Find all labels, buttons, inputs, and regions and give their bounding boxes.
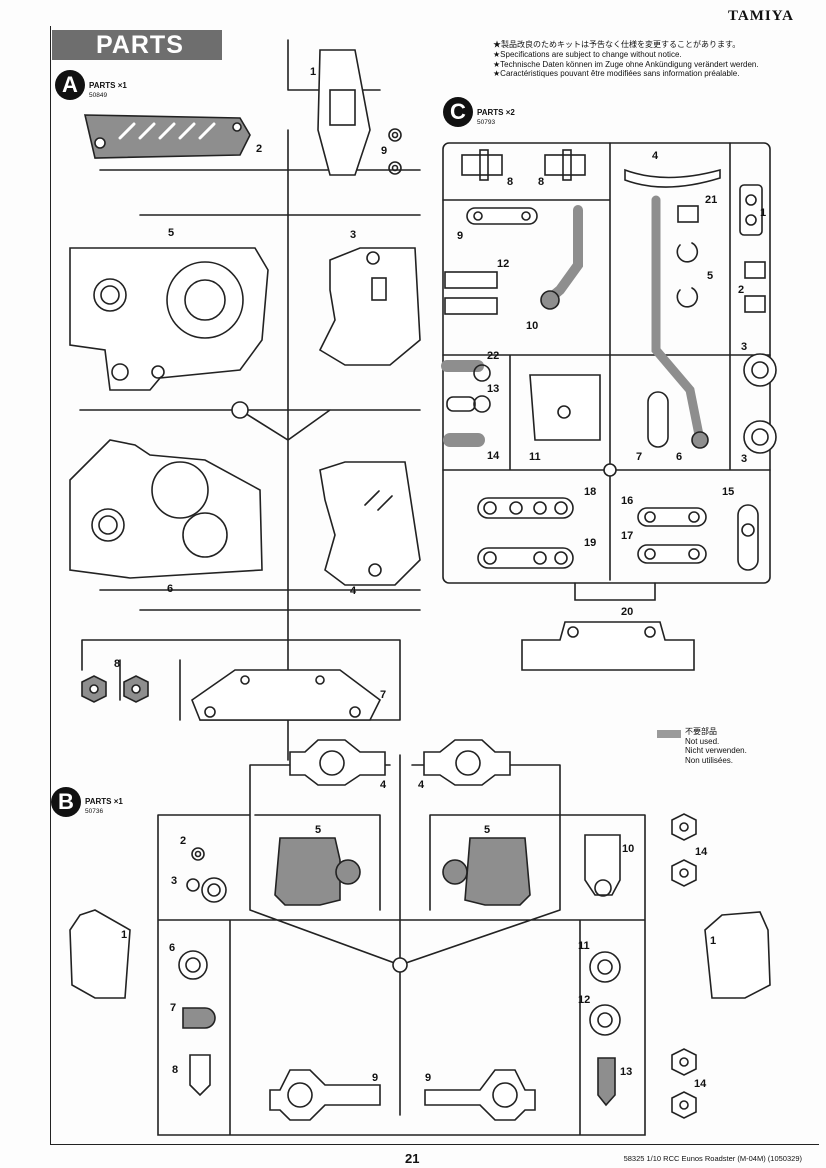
note-ja: ★製品改良のためキットは予告なく仕様を変更することがあります。 [493,40,741,49]
part-number: 21 [705,194,718,206]
section-c-label: PARTS ×2 [477,108,515,117]
part-number: 14 [695,846,708,858]
part-number: 18 [584,486,597,498]
section-c-code: 50793 [477,119,496,126]
part-number: 5 [484,824,491,836]
section-b-code: 50736 [85,808,104,815]
part-number: 14 [694,1078,707,1090]
part-number: 9 [457,230,464,242]
legend-de: Nicht verwenden. [685,746,747,755]
part-number: 8 [507,176,514,188]
part-number: 1 [710,935,717,947]
legend-en: Not used. [685,736,720,746]
part-number: 7 [170,1002,177,1014]
section-b-badge: B [51,787,81,817]
part-number: 22 [487,350,500,362]
part-number: 6 [167,583,174,595]
runner-a [69,39,421,761]
part-number: 6 [169,942,176,954]
part-number: 10 [526,320,539,332]
runner-c [441,142,777,671]
part-number: 12 [497,258,510,270]
part-number: 15 [722,486,735,498]
part-number: 1 [310,66,317,78]
part-number: 20 [621,606,634,618]
part-number: 7 [380,689,387,701]
runner-b [69,739,771,1136]
part-number: 3 [350,229,357,241]
part-number: 4 [380,779,387,791]
part-number: 2 [738,284,745,296]
part-number: 14 [487,450,500,462]
part-number: 9 [425,1072,432,1084]
part-number: 12 [578,994,591,1006]
page-title: PARTS [52,30,222,60]
part-number: 1 [760,207,767,219]
part-number: 17 [621,530,634,542]
unused-swatch [657,730,681,738]
part-number: 13 [487,383,500,395]
part-number: 1 [121,929,128,941]
part-number: 6 [676,451,683,463]
part-number: 9 [372,1072,379,1084]
part-number: 3 [741,453,748,465]
part-number: 2 [256,143,263,155]
section-c-badge: C [443,97,473,127]
brand-logo: TAMIYA [727,8,794,24]
part-number: 8 [538,176,545,188]
part-number: 16 [621,495,634,507]
note-fr: ★Caractéristiques pouvant être modifiées… [493,69,740,79]
part-number: 13 [620,1066,633,1078]
part-number: 19 [584,537,597,549]
section-b-label: PARTS ×1 [85,797,123,806]
note-de: ★Technische Daten können im Zuge ohne An… [493,59,759,69]
spec-notes: ★製品改良のためキットは予告なく仕様を変更することがあります。 ★Specifi… [493,40,759,79]
kit-id: 58325 1/10 RCC Eunos Roadster (M-04M) (1… [623,1154,802,1163]
section-a-badge: A [55,70,85,100]
section-a-code: 50849 [89,92,108,99]
part-number: 8 [114,658,121,670]
legend-ja: 不要部品 [685,727,717,736]
part-number: 5 [707,270,714,282]
part-number: 5 [168,227,175,239]
page-frame [50,26,819,1145]
part-number: 4 [418,779,425,791]
part-number: 4 [652,150,659,162]
section-a-label: PARTS ×1 [89,81,127,90]
part-number: 5 [315,824,322,836]
part-number: 8 [172,1064,179,1076]
note-en: ★Specifications are subject to change wi… [493,49,682,59]
part-number: 9 [381,145,388,157]
unused-legend: 不要部品 Not used. Nicht verwenden. Non util… [685,727,747,765]
part-number: 10 [622,843,635,855]
page-number: 21 [405,1151,420,1166]
part-number: 3 [741,341,748,353]
part-number: 4 [350,585,357,597]
part-number: 11 [578,940,590,952]
part-number: 7 [636,451,643,463]
part-number: 3 [171,875,178,887]
part-number: 11 [529,451,541,463]
part-number: 2 [180,835,187,847]
legend-fr: Non utilisées. [685,755,734,765]
